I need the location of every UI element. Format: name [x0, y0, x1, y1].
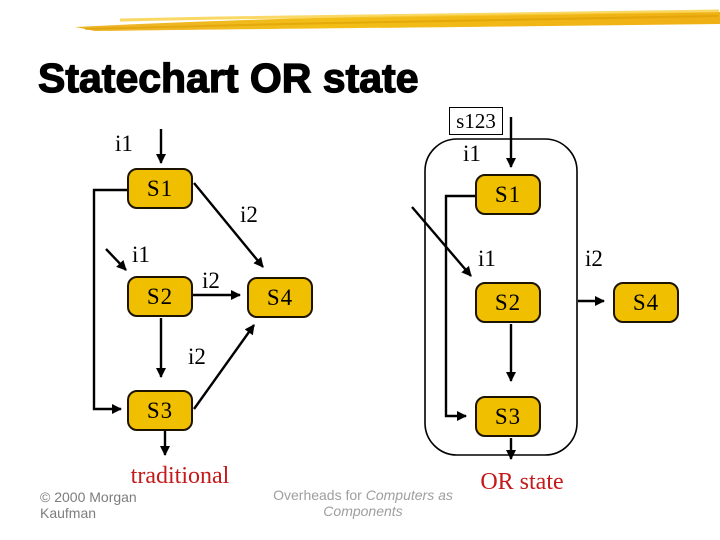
swoosh-streak-dark: [84, 15, 719, 30]
edge-label-right-i2: i2: [585, 246, 603, 271]
edge-right-rail-s1-s3: [444, 194, 476, 421]
state-right-s1: S1: [475, 174, 541, 215]
state-left-s1: S1: [127, 168, 193, 209]
credit-book-title: Computers as Components: [323, 487, 453, 519]
copyright-line2: Kaufman: [40, 505, 97, 521]
edge-label-right-i1-s2: i1: [478, 246, 496, 271]
edge-label-left-init: i1: [115, 131, 133, 156]
copyright-notice: © 2000 Morgan Kaufman: [40, 489, 137, 521]
page-title: Statechart OR state: [37, 54, 419, 101]
state-left-s3: S3: [127, 390, 193, 431]
edge-label-left-i2-s1s4: i2: [240, 202, 258, 227]
edge-label-right-init: i1: [463, 141, 481, 166]
composite-state-label-box: s123: [449, 107, 503, 135]
state-left-s4: S4: [247, 277, 313, 318]
copyright-line1: © 2000 Morgan: [40, 489, 137, 505]
edge-label-left-i1-s2: i1: [132, 242, 150, 267]
highlight-swoosh: [75, 9, 720, 31]
state-right-s2: S2: [475, 282, 541, 323]
credit-prefix: Overheads for: [273, 487, 366, 503]
edge-right-i1-into-s2: [411, 206, 472, 277]
swoosh-body: [75, 12, 720, 31]
edge-left-i1-into-s2: [105, 248, 127, 271]
edge-label-left-i2-s2s4: i2: [202, 268, 220, 293]
state-right-s4: S4: [613, 282, 679, 323]
caption-traditional: traditional: [130, 463, 230, 489]
state-right-s3: S3: [475, 396, 541, 437]
edge-label-left-i2-s2s3: i2: [188, 344, 206, 369]
credit-line: Overheads for Computers as Components: [258, 487, 468, 519]
state-left-s2: S2: [127, 276, 193, 317]
swoosh-streak-light: [119, 9, 720, 22]
caption-or-state: OR state: [480, 469, 564, 495]
edge-left-rail-s1-s3: [92, 188, 128, 414]
